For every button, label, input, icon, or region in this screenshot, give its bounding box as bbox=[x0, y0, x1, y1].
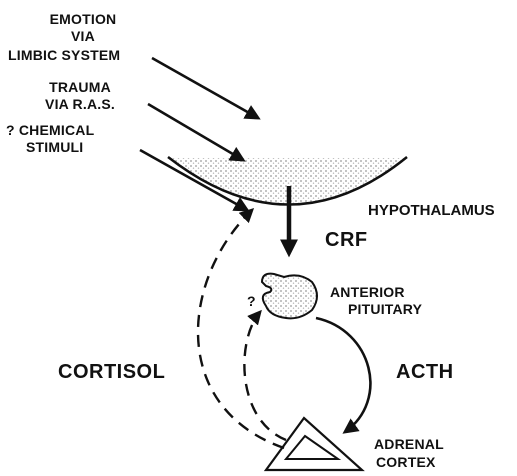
anterior-pituitary-shape bbox=[262, 274, 317, 319]
emotion-arrow bbox=[152, 58, 258, 118]
cortisol-feedback-to-pituitary bbox=[244, 312, 286, 440]
acth-arrow bbox=[316, 318, 370, 432]
chemical-label: ? CHEMICAL bbox=[6, 123, 94, 137]
cortisol-label: CORTISOL bbox=[58, 362, 165, 382]
hypothalamus-label: HYPOTHALAMUS bbox=[368, 203, 495, 218]
anterior-label: ANTERIOR bbox=[330, 285, 405, 299]
pituitary-label: PITUITARY bbox=[348, 302, 422, 316]
emotion-label: EMOTION VIA bbox=[40, 12, 126, 43]
cortisol-feedback-to-hypothalamus bbox=[198, 210, 284, 448]
adrenal-label: ADRENAL bbox=[374, 437, 444, 451]
cortex-label: CORTEX bbox=[376, 455, 436, 469]
limbic-system-label: LIMBIC SYSTEM bbox=[8, 48, 120, 62]
trauma-label: TRAUMA VIA R.A.S. bbox=[40, 80, 120, 111]
crf-label: CRF bbox=[325, 230, 368, 250]
acth-label: ACTH bbox=[396, 362, 454, 382]
stimuli-label: STIMULI bbox=[26, 140, 83, 154]
trauma-arrow bbox=[148, 104, 243, 160]
question-mark-label: ? bbox=[247, 294, 256, 308]
adrenal-cortex-shape bbox=[266, 418, 362, 470]
